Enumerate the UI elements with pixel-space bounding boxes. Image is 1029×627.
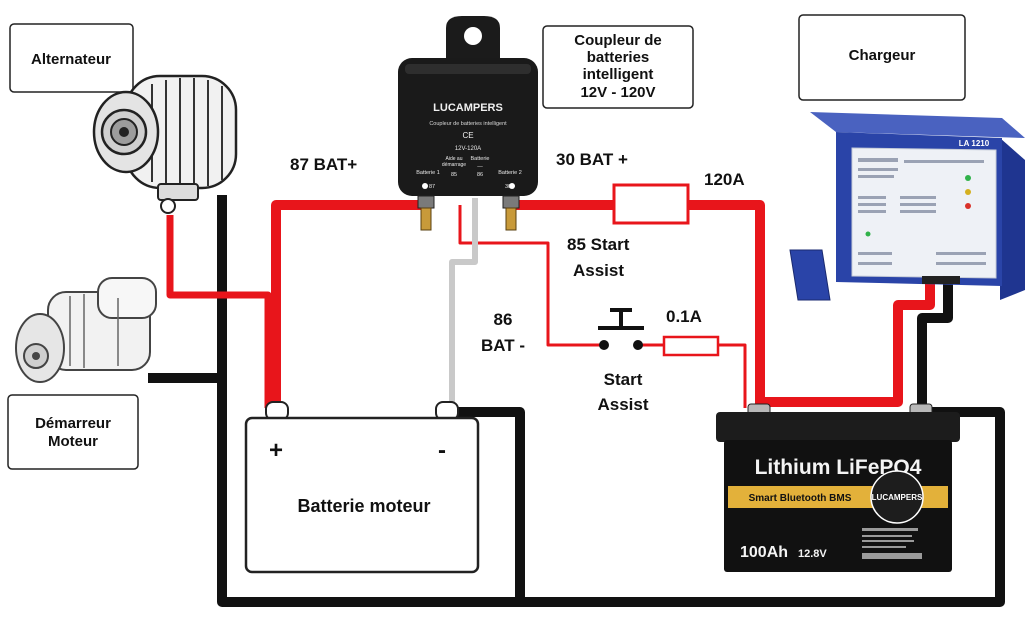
- coupler-label-line1: Coupleur de: [574, 32, 662, 49]
- aux-label-1: Aide au: [446, 156, 463, 162]
- charger-illustration: LA 1210: [789, 112, 1025, 301]
- lithium-title: Lithium LiFePO4: [755, 456, 922, 479]
- lithium-battery: Lithium LiFePO4 Smart Bluetooth BMS LUCA…: [716, 403, 960, 572]
- label-85-start-line2: Assist: [573, 261, 624, 280]
- engine-battery-plus-sign: +: [269, 437, 283, 464]
- ce-mark: CE: [462, 131, 473, 140]
- label-85-start-line1: 85 Start: [567, 235, 630, 254]
- alternator-label: Alternateur: [31, 51, 111, 68]
- charger-model: LA 1210: [959, 139, 990, 148]
- engine-battery-minus-sign: -: [438, 437, 446, 464]
- starter-motor-illustration: [15, 277, 157, 383]
- coupler-label-line4: 12V - 120V: [580, 84, 655, 101]
- lithium-lid: [716, 412, 960, 442]
- coupler-subtitle: Coupleur de batteries intelligent: [429, 121, 507, 127]
- charger-positive-wire: [760, 283, 935, 407]
- fuse-120a: [612, 183, 690, 225]
- label-fuse-120a: 120A: [704, 170, 745, 189]
- label-start-assist-line1: Start: [604, 370, 643, 389]
- label-start-assist-line2: Assist: [597, 395, 648, 414]
- alternator-label-box: [9, 23, 134, 93]
- lithium-logo: LUCAMPERS: [872, 493, 923, 502]
- wire-86-bat-minus: [449, 198, 478, 410]
- coupler-label-line3: intelligent: [583, 66, 654, 83]
- batt-minus: —: [477, 164, 483, 170]
- label-86-line1: 86: [494, 310, 513, 329]
- negative-wires: [148, 195, 1005, 607]
- coupler-label-box: [542, 25, 694, 109]
- starter-label-box: [7, 394, 139, 470]
- aux-label-2: démarrage: [442, 162, 466, 168]
- coupler-brand: LUCAMPERS: [433, 102, 503, 114]
- lithium-voltage: 12.8V: [798, 548, 827, 560]
- wire-85-start-assist: [458, 205, 604, 347]
- term2-num: 30: [505, 184, 511, 190]
- wire-87-bat-plus: [271, 200, 425, 412]
- lithium-band-text: Smart Bluetooth BMS: [749, 493, 852, 504]
- term1-label: Batterie 1: [416, 170, 440, 176]
- engine-battery-label: Batterie moteur: [297, 496, 430, 516]
- label-86-line2: BAT -: [481, 336, 525, 355]
- charger-label-box: [798, 14, 966, 101]
- starter-label-line1: Démarreur: [35, 415, 111, 432]
- starter-label-line2: Moteur: [48, 433, 98, 450]
- lithium-fine-print: [862, 528, 922, 559]
- battery-coupler-device: LUCAMPERS Coupleur de batteries intellig…: [398, 16, 538, 231]
- ground-loop-wire: [217, 195, 1005, 607]
- alternator-illustration: [92, 74, 238, 214]
- lithium-capacity: 100Ah: [740, 544, 788, 561]
- label-30-bat-plus: 30 BAT +: [556, 150, 628, 169]
- charger-panel-details: [858, 158, 986, 265]
- term2-label: Batterie 2: [498, 170, 522, 176]
- batt-label: Batterie: [471, 156, 490, 162]
- charger-label: Chargeur: [849, 47, 916, 64]
- batt-num: 86: [477, 172, 483, 178]
- label-87-bat-plus: 87 BAT+: [290, 155, 357, 174]
- start-assist-switch: [598, 308, 644, 350]
- fuse-0-1a: [662, 335, 720, 357]
- coupler-rating: 12V-120A: [455, 146, 481, 152]
- term1-num: 87: [429, 184, 435, 190]
- lucampers-logo-badge: [870, 470, 924, 524]
- charger-negative-wire: [917, 283, 953, 412]
- wire-30-bat-plus: [512, 200, 765, 408]
- alternator-wire: [166, 215, 272, 408]
- engine-battery-negative-wire: [445, 407, 525, 600]
- label-fuse-0-1a: 0.1A: [666, 307, 702, 326]
- coupler-label-line2: batteries: [587, 49, 650, 66]
- positive-wires: [166, 200, 935, 412]
- aux-num: 85: [451, 172, 457, 178]
- engine-battery-case: [244, 416, 480, 574]
- engine-battery: + - Batterie moteur: [244, 401, 480, 574]
